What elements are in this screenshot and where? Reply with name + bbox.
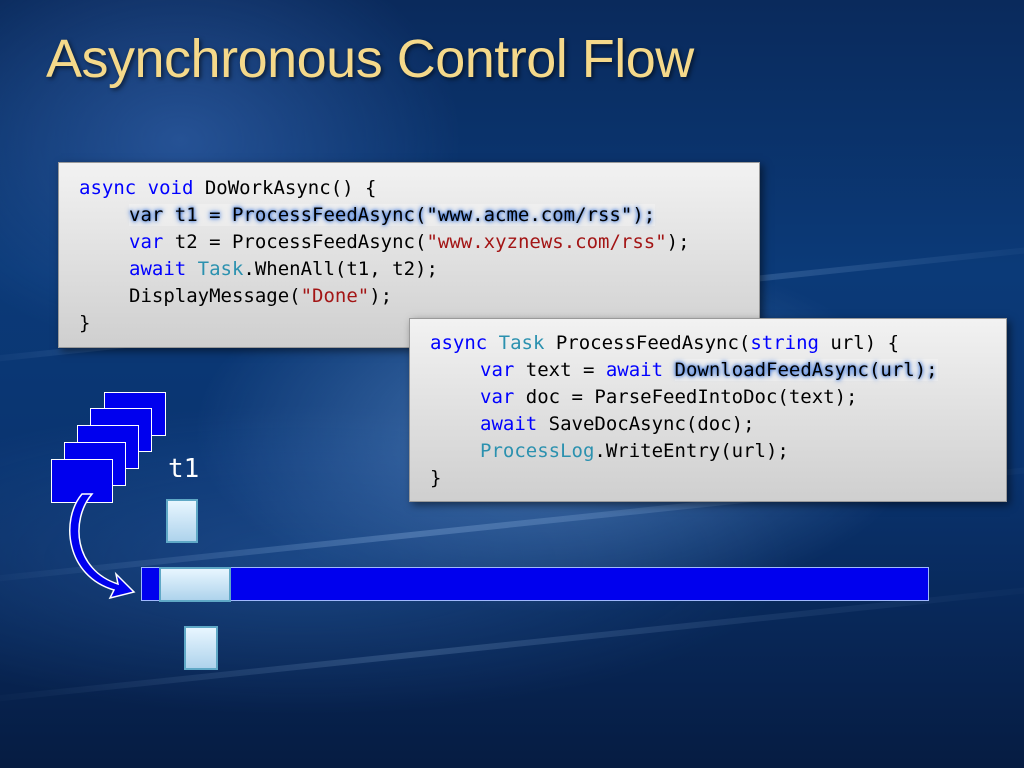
code-keyword: void [147, 177, 194, 199]
code-text [663, 359, 674, 381]
code-text: } [79, 312, 91, 334]
code-line: await Task.WhenAll(t1, t2); [79, 256, 759, 283]
curved-arrow-icon [69, 493, 136, 600]
code-text: ProcessFeedAsync( [544, 332, 751, 354]
code-line: var t2 = ProcessFeedAsync("www.xyznews.c… [79, 229, 759, 256]
code-text [487, 332, 498, 354]
code-box-processfeedasync: async Task ProcessFeedAsync(string url) … [409, 318, 1007, 502]
code-text [136, 177, 147, 199]
code-text: doc = ParseFeedIntoDoc(text); [514, 386, 858, 408]
ui-thread-bar [141, 567, 929, 601]
slide-title: Asynchronous Control Flow [46, 29, 694, 89]
code-line: ProcessLog.WriteEntry(url); [430, 438, 1006, 465]
code-keyword: async [430, 332, 488, 354]
code-box-doworkasync: async void DoWorkAsync() {var t1 = Proce… [58, 162, 760, 348]
code-keyword: var [480, 386, 515, 408]
code-line: var t1 = ProcessFeedAsync("www.acme.com/… [79, 202, 759, 229]
code-text: text = [514, 359, 606, 381]
code-keyword: await [605, 359, 664, 381]
code-text: .WriteEntry(url); [594, 440, 789, 462]
code-highlighted-call: DownloadFeedAsync(url); [674, 359, 938, 381]
code-line: async Task ProcessFeedAsync(string url) … [430, 330, 1006, 357]
code-keyword: async [79, 177, 137, 199]
code-line: var doc = ParseFeedIntoDoc(text); [430, 384, 1006, 411]
task-block-t1 [166, 499, 198, 543]
code-text: DisplayMessage( [129, 285, 301, 307]
code-string: "www.xyznews.com/rss" [426, 231, 667, 253]
code-text [186, 258, 197, 280]
code-type: Task [197, 258, 244, 280]
code-text: } [430, 467, 442, 489]
code-line: } [79, 310, 759, 337]
code-keyword: var [480, 359, 515, 381]
code-text: SaveDocAsync(doc); [537, 413, 755, 435]
code-keyword: await [129, 258, 187, 280]
code-string: "Done" [300, 285, 370, 307]
code-text: ); [666, 231, 690, 253]
code-line: var text = await DownloadFeedAsync(url); [430, 357, 1006, 384]
code-line: DisplayMessage("Done"); [79, 283, 759, 310]
task-block-t2 [184, 626, 218, 670]
code-text: .WhenAll(t1, t2); [243, 258, 438, 280]
code-text: t2 = ProcessFeedAsync( [163, 231, 427, 253]
code-text: ); [369, 285, 393, 307]
code-highlighted-statement: var t1 = ProcessFeedAsync("www.acme.com/… [129, 204, 656, 226]
code-text: url) { [818, 332, 900, 354]
code-keyword: string [750, 332, 819, 354]
code-keyword: var [129, 231, 164, 253]
code-line: } [430, 465, 1006, 492]
code-line: async void DoWorkAsync() { [79, 175, 759, 202]
code-text: DoWorkAsync() { [193, 177, 377, 199]
task-label-t1: t1 [168, 454, 200, 484]
code-keyword: await [480, 413, 538, 435]
running-work-block [159, 567, 231, 602]
code-type: ProcessLog [480, 440, 595, 462]
code-type: Task [498, 332, 545, 354]
code-line: await SaveDocAsync(doc); [430, 411, 1006, 438]
